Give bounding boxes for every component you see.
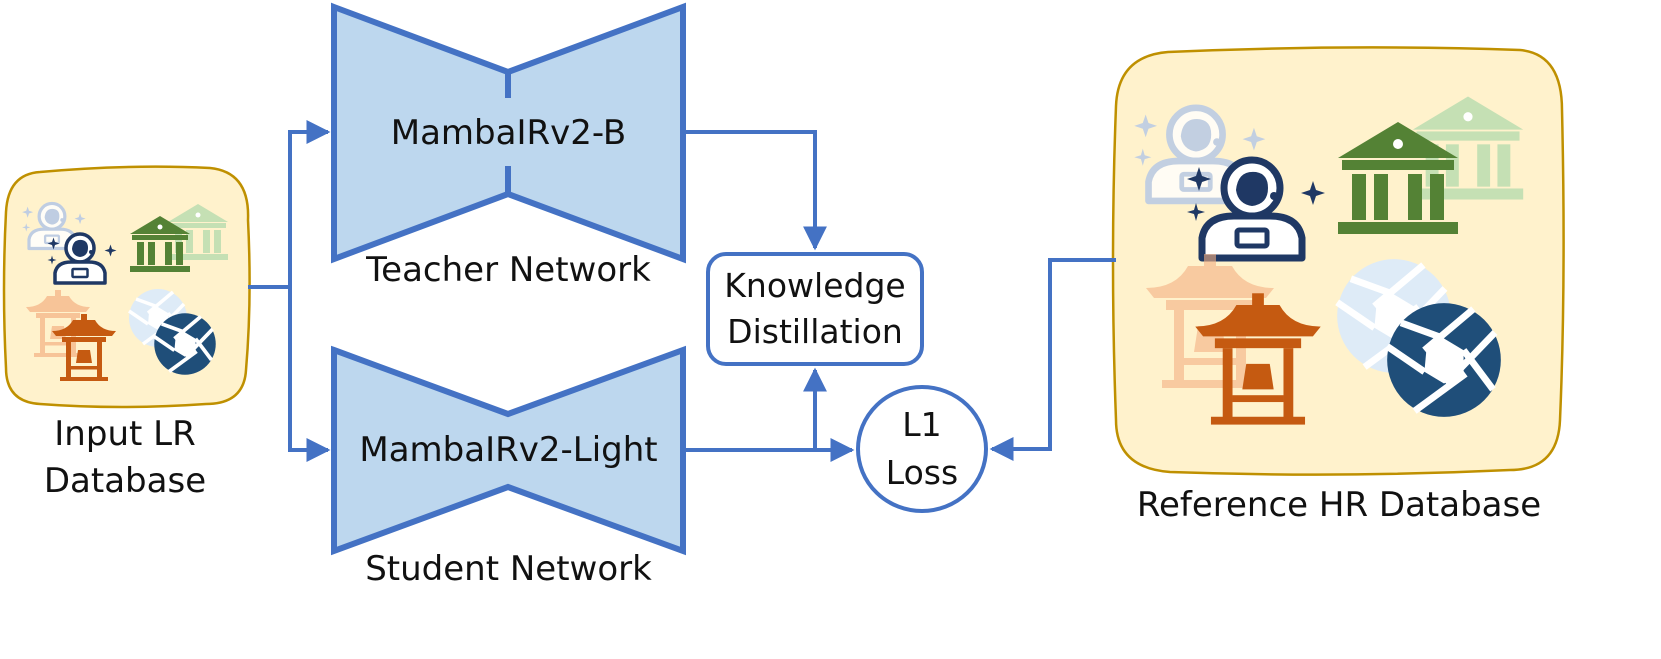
student-model-label: MambaIRv2-Light: [359, 430, 658, 470]
input-to-student-arrow: [288, 287, 331, 462]
student-network-caption: Student Network: [365, 549, 652, 589]
input-lr-database-panel: [2, 165, 251, 409]
student-network-shape: [331, 345, 686, 556]
knowledge-distillation-box: [706, 252, 924, 366]
teacher-network-caption: Teacher Network: [366, 250, 651, 290]
input-split-line: [248, 120, 331, 289]
input-db-caption-line2: Database: [43, 461, 207, 501]
reference-db-caption: Reference HR Database: [1136, 485, 1542, 525]
reference-to-loss-arrow: [989, 258, 1116, 461]
loss-line1: L1: [902, 405, 942, 444]
l1-loss-node: [856, 385, 988, 513]
connectors: [248, 120, 1116, 462]
camera-aperture-icon: [152, 311, 218, 377]
camera-aperture-icon: [1387, 303, 1501, 417]
input-db-caption-line1: Input LR: [54, 414, 196, 454]
teacher-to-distillation-arrow: [683, 130, 827, 251]
teacher-model-label: MambaIRv2-B: [390, 113, 627, 153]
distillation-line2: Distillation: [727, 312, 903, 351]
loss-line2: Loss: [885, 453, 959, 492]
distillation-line1: Knowledge: [724, 266, 906, 305]
reference-hr-database-panel: [1111, 46, 1565, 476]
